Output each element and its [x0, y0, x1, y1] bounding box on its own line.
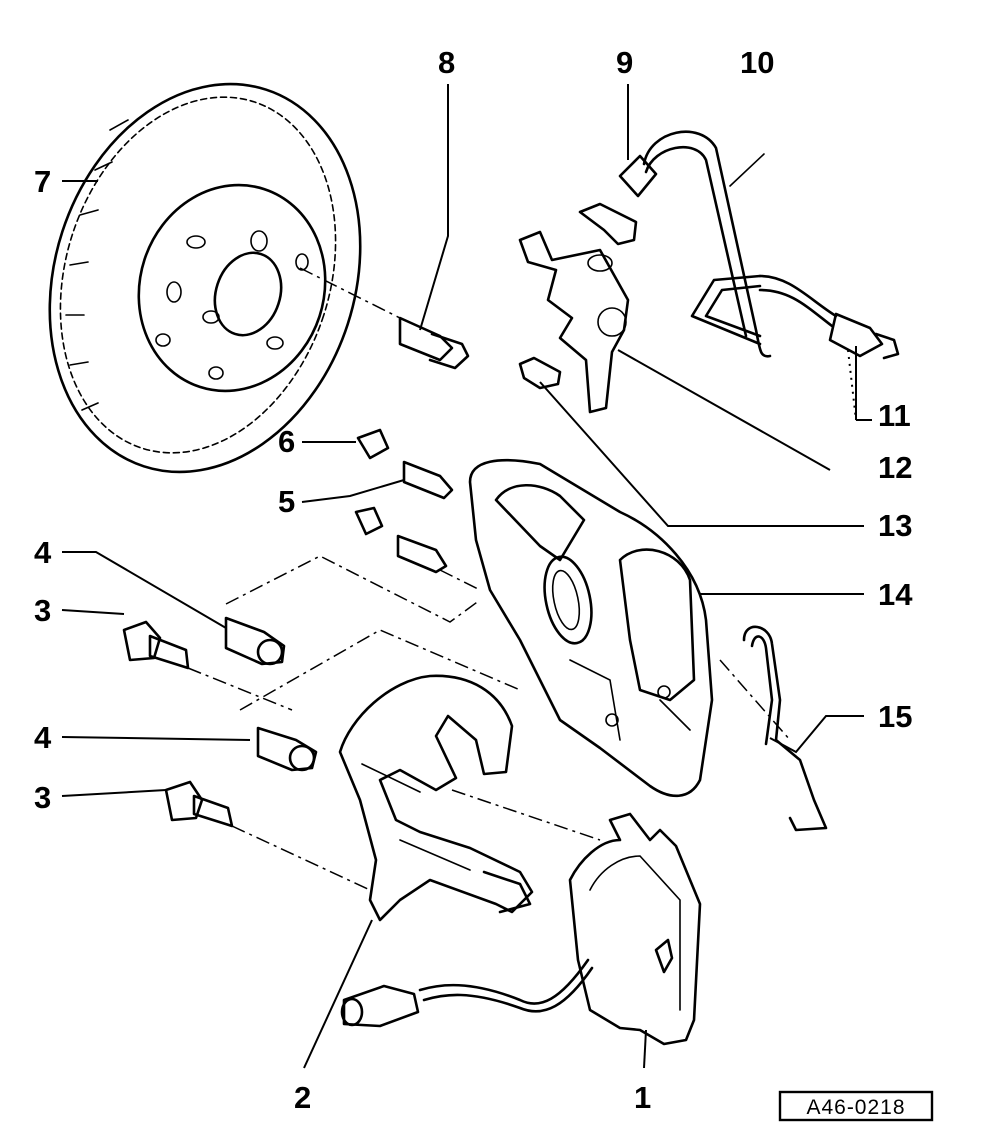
- brake-carrier-drawing: [338, 674, 534, 922]
- callout-4-lower: 4: [34, 720, 52, 755]
- brake-disc-drawing: [48, 82, 362, 474]
- callout-2: 2: [294, 1080, 311, 1115]
- callout-3-lower: 3: [34, 780, 51, 815]
- callout-3-upper: 3: [34, 593, 51, 628]
- disc-screw-drawing: [299, 267, 470, 370]
- callout-5: 5: [278, 484, 295, 519]
- callout-11: 11: [878, 398, 911, 433]
- bushings-bolts-drawing: [122, 555, 521, 891]
- brake-pads-drawing: [340, 659, 791, 1046]
- callouts: 1 2 3 3 4 4 5 6 7 8 9 10 11 12 13 14 15: [34, 45, 913, 1115]
- callout-9: 9: [616, 45, 633, 80]
- callout-14: 14: [878, 577, 913, 612]
- callout-8: 8: [438, 45, 455, 80]
- callout-13: 13: [878, 508, 912, 543]
- callout-12: 12: [878, 450, 912, 485]
- callout-6: 6: [278, 424, 295, 459]
- wear-sensor-bracket-drawing: [518, 130, 900, 414]
- callout-4-upper: 4: [34, 535, 52, 570]
- callout-1: 1: [634, 1080, 651, 1115]
- figure-code-box: A46-0218: [778, 1090, 934, 1122]
- figure-code: A46-0218: [806, 1096, 905, 1119]
- spreader-spring-drawing: [742, 625, 828, 832]
- leader-lines: [61, 84, 872, 1069]
- callout-10: 10: [740, 45, 774, 80]
- callout-7: 7: [34, 164, 51, 199]
- callout-15: 15: [878, 699, 912, 734]
- guide-bolts-drawing: [354, 428, 481, 591]
- brake-caliper-drawing: [468, 458, 714, 798]
